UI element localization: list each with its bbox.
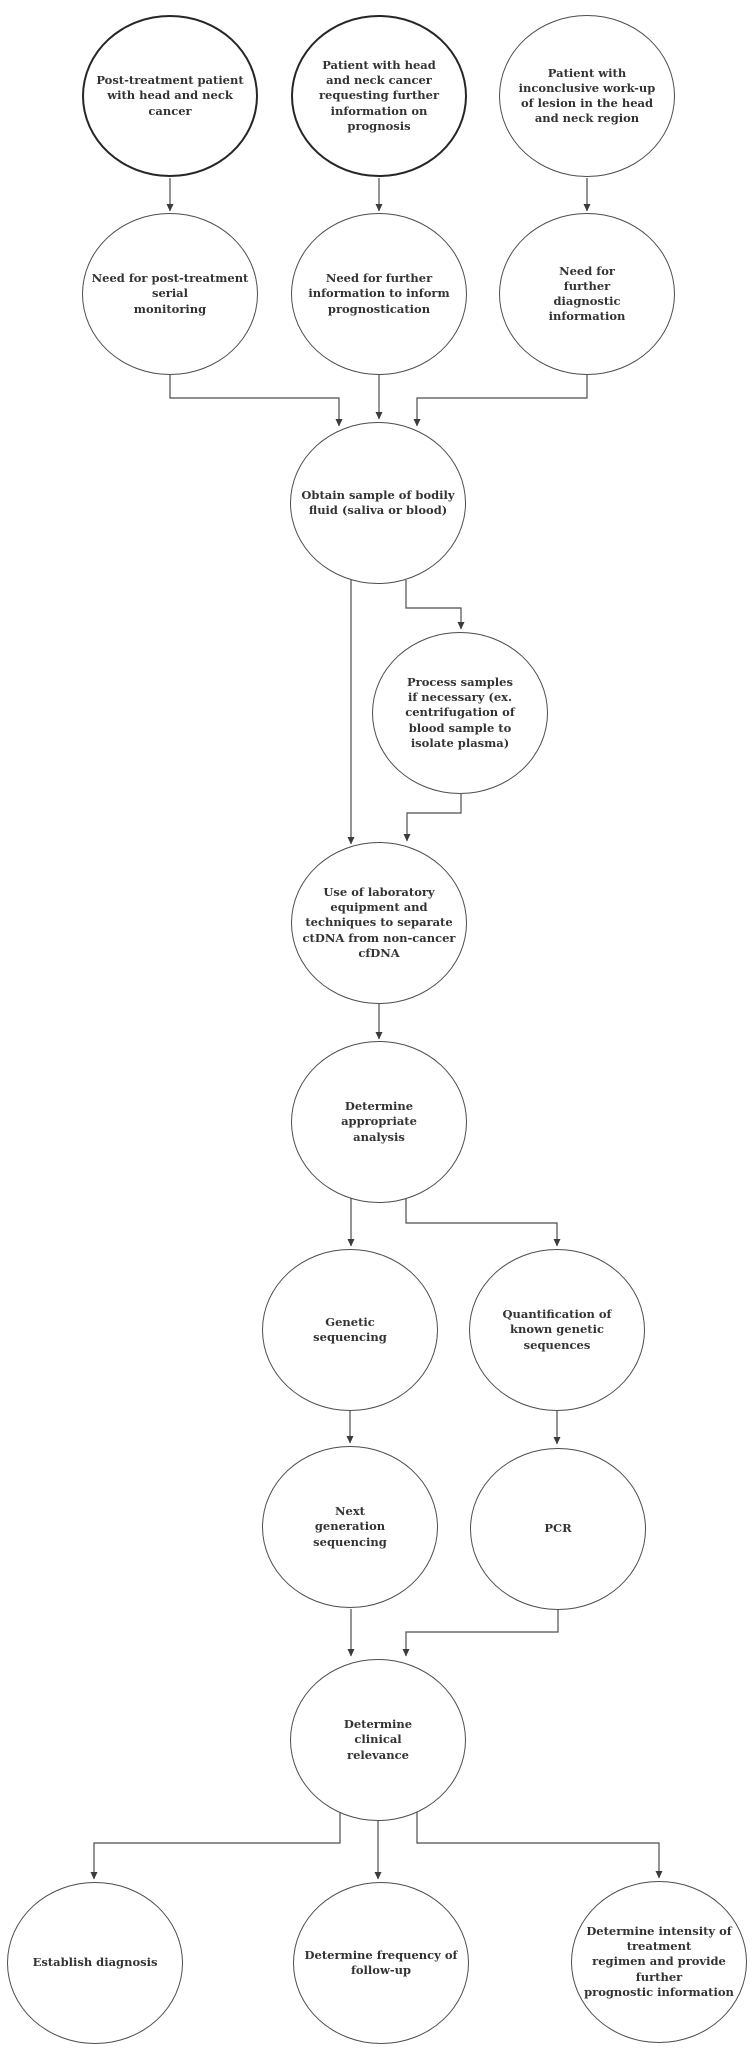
node-label: Patient with inconclusive work-up of les… xyxy=(518,65,656,126)
node-pcr: PCR xyxy=(470,1448,646,1610)
node-establish-diagnosis: Establish diagnosis xyxy=(7,1882,183,2044)
node-label: Establish diagnosis xyxy=(32,1955,158,1970)
node-followup-frequency: Determine frequency of follow-up xyxy=(293,1882,469,2044)
node-label: Obtain sample of bodily fluid (saliva or… xyxy=(301,487,455,517)
node-label: Need for post-treatment serial monitorin… xyxy=(91,271,249,316)
edge-n8-n9 xyxy=(403,794,462,842)
node-label: Post-treatment patient with head and nec… xyxy=(96,73,244,118)
node-label: Need for further information to inform p… xyxy=(308,271,450,316)
node-label: Patient with head and neck cancer reques… xyxy=(318,58,440,133)
node-post-treatment-patient: Post-treatment patient with head and nec… xyxy=(82,15,258,177)
node-need-prognostication-info: Need for further information to inform p… xyxy=(291,213,467,375)
edge-n10-n12 xyxy=(405,1198,561,1247)
node-label: PCR xyxy=(544,1521,572,1536)
edge-n4-n7 xyxy=(169,375,343,427)
node-label: Determine frequency of follow-up xyxy=(304,1947,458,1977)
node-process-samples: Process samples if necessary (ex. centri… xyxy=(372,632,548,794)
node-label: Determine clinical relevance xyxy=(343,1717,413,1762)
node-label: Quantification of known genetic sequence… xyxy=(502,1307,612,1352)
node-label: Determine intensity of treatment regimen… xyxy=(584,1924,734,1999)
node-need-serial-monitoring: Need for post-treatment serial monitorin… xyxy=(82,213,258,375)
node-genetic-sequencing: Genetic sequencing xyxy=(262,1249,438,1411)
node-label: Process samples if necessary (ex. centri… xyxy=(405,675,515,750)
node-label: Genetic sequencing xyxy=(313,1314,387,1344)
edge-n15-n18 xyxy=(416,1811,663,1879)
node-treatment-intensity: Determine intensity of treatment regimen… xyxy=(571,1881,747,2043)
node-determine-clinical-relevance: Determine clinical relevance xyxy=(290,1659,466,1821)
edge-n14-n15 xyxy=(402,1608,559,1657)
node-need-diagnostic-info: Need for further diagnostic information xyxy=(499,213,675,375)
node-patient-requesting-prognosis-info: Patient with head and neck cancer reques… xyxy=(291,15,467,177)
node-quantification-known-sequences: Quantification of known genetic sequence… xyxy=(469,1249,645,1411)
node-next-generation-sequencing: Next generation sequencing xyxy=(262,1446,438,1608)
node-label: Next generation sequencing xyxy=(313,1504,387,1549)
edge-n6-n7 xyxy=(413,375,588,427)
node-label: Use of laboratory equipment and techniqu… xyxy=(302,885,456,960)
edge-n7-n8 xyxy=(405,580,465,630)
node-label: Need for further diagnostic information xyxy=(548,263,626,324)
node-obtain-sample: Obtain sample of bodily fluid (saliva or… xyxy=(290,422,466,584)
node-determine-analysis: Determine appropriate analysis xyxy=(291,1041,467,1203)
node-patient-inconclusive-workup: Patient with inconclusive work-up of les… xyxy=(499,15,675,177)
node-separate-ctdna: Use of laboratory equipment and techniqu… xyxy=(291,842,467,1004)
edge-n15-n16 xyxy=(90,1811,341,1880)
node-label: Determine appropriate analysis xyxy=(341,1099,417,1144)
